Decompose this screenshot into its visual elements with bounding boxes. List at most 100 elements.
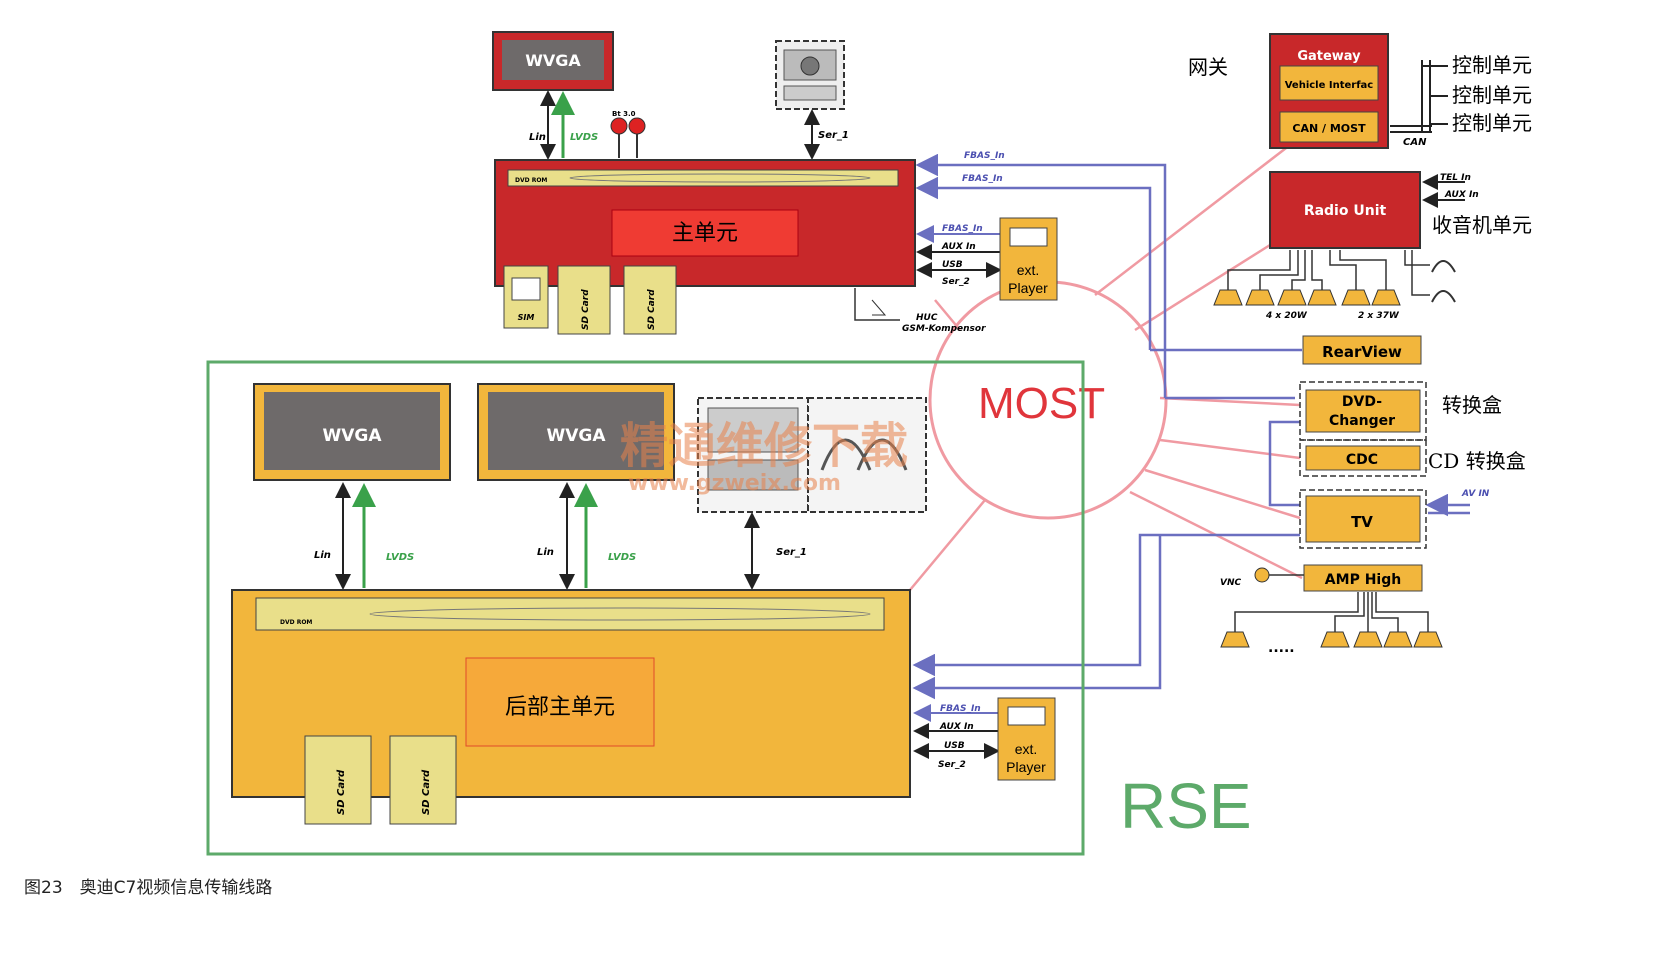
rse-ext-player: FBAS_In AUX In USB Ser_2 ext. Player [913,697,1056,781]
gateway-vehicle: Vehicle Interfac [1285,80,1374,91]
top-usb-label: USB [942,260,963,270]
rearview-label: RearView [1322,343,1402,361]
rear-wvga-right-label: WVGA [546,426,606,446]
rear-wvga-left-label: WVGA [322,426,382,446]
av-in-label: AV IN [1461,489,1490,499]
rse-frame [206,360,1085,856]
rse-dvd-rom-label: DVD ROM [280,619,312,626]
speaker-icons [1213,289,1401,306]
cdc-label: CDC [1346,452,1378,468]
rse-player-line2: Player [1006,759,1046,775]
antenna-label: Bt 3.0 [612,110,636,118]
ctrl-unit-3: 控制单元 [1452,111,1532,135]
main-unit-label: 主单元 [672,221,738,246]
rear-control-panel [697,397,809,513]
figure-caption: 图23 奥迪C7视频信息传输线路 [24,878,272,898]
rse-sd1-label: SD Card [336,769,347,815]
front-lvds-label: LVDS [570,132,598,143]
gateway-box: Gateway Vehicle Interfac CAN / MOST [1269,33,1389,149]
amp-box: AMP High [1303,564,1423,592]
antenna-icons: Bt 3.0 [610,110,646,158]
rse-fbas-label: FBAS_In [940,704,981,714]
rse-usb-label: USB [944,741,965,751]
dvd-cn-label: 转换盒 [1442,393,1502,417]
sd1-label: SD Card [581,289,591,330]
rse-label: RSE [1120,770,1252,842]
gateway-title: Gateway [1297,49,1361,64]
cdc-cn-label: CD 转换盒 [1428,449,1526,473]
rear-unit-label: 后部主单元 [505,695,615,720]
headphone-icons [1431,260,1456,303]
rear-headphones [807,397,927,513]
rse-ser1-label: Ser_1 [776,547,807,558]
watermark-cn: 精通维修下载 [620,418,908,474]
front-wvga-label: WVGA [525,51,581,70]
front-control-panel [775,40,845,110]
rear-wvga-right: WVGA [477,383,675,481]
rse-lin2-label: Lin [537,547,554,558]
top-ser2-label: Ser_2 [942,277,970,287]
amp-speaker-icons [1220,631,1443,648]
rse-sd-card-1: SD Card [304,735,372,825]
spk-label-1: 4 x 20W [1265,311,1308,321]
sd-card-2: SD Card [623,265,677,335]
radio-tel-in: TEL In [1440,173,1471,183]
main-unit: DVD ROM 主单元 [494,159,916,287]
gateway-can-most: CAN / MOST [1292,122,1366,135]
vnc-label: VNC [1220,578,1241,588]
sd-card-1: SD Card [557,265,611,335]
huc-label: HUC [916,313,938,323]
rse-player-line1: ext. [1015,741,1038,757]
rse-aux-label: AUX In [939,722,974,732]
sd2-label: SD Card [647,289,657,330]
radio-speakers [1227,250,1430,296]
cdc-box: CDC [1299,439,1427,477]
tv-label: TV [1351,513,1373,531]
rse-ser2-label: Ser_2 [938,760,966,770]
radio-aux-in: AUX In [1444,190,1479,200]
dvd-changer-box: DVD- Changer [1299,381,1427,441]
fbas-in-label-2: FBAS_In [962,174,1003,184]
ctrl-unit-1: 控制单元 [1452,53,1532,77]
ctrl-unit-2: 控制单元 [1452,83,1532,107]
top-ext-player: FBAS_In AUX In USB Ser_2 ext. Player [916,217,1058,301]
rse-lin1-label: Lin [314,550,331,561]
rear-wvga-left: WVGA [253,383,451,481]
top-fbas-label: FBAS_In [942,224,983,234]
tv-box: TV [1299,489,1427,549]
rearview-box: RearView [1302,335,1422,365]
dvd-changer-line2: Changer [1329,413,1395,429]
can-bus [1390,60,1448,133]
front-ser1-label: Ser_1 [818,130,849,141]
vnc-mic: VNC [1220,567,1304,588]
watermark-url: www.gzweix.com [628,471,841,496]
main-dvd-rom-label: DVD ROM [515,177,547,184]
amp-dots: ..... [1268,640,1295,656]
front-wvga-screen: WVGA [492,31,614,91]
sim-card: SIM [503,265,549,329]
front-lin-label: Lin [529,132,546,143]
rse-lvds1-label: LVDS [386,552,414,563]
dvd-changer-line1: DVD- [1342,394,1382,410]
amp-label: AMP High [1325,572,1401,588]
top-player-line2: Player [1008,280,1048,296]
fbas-in-label-1: FBAS_In [964,151,1005,161]
spk-label-2: 2 x 37W [1358,311,1400,321]
amp-speakers [1234,592,1429,632]
sim-label: SIM [518,313,535,322]
most-label: MOST [978,379,1105,428]
rse-sd2-label: SD Card [421,769,432,815]
top-aux-label: AUX In [941,242,976,252]
radio-unit-box: Radio Unit [1269,171,1421,249]
radio-cn-label: 收音机单元 [1432,213,1532,237]
gateway-cn-label: 网关 [1188,55,1228,79]
top-player-line1: ext. [1017,262,1040,278]
can-label: CAN [1403,137,1427,148]
rse-lvds2-label: LVDS [608,552,636,563]
rse-sd-card-2: SD Card [389,735,457,825]
most-ring: MOST [909,144,1303,591]
fbas-lines [912,153,1470,700]
radio-unit-title: Radio Unit [1304,203,1387,219]
gsm-label: GSM-Kompensor [902,324,986,334]
